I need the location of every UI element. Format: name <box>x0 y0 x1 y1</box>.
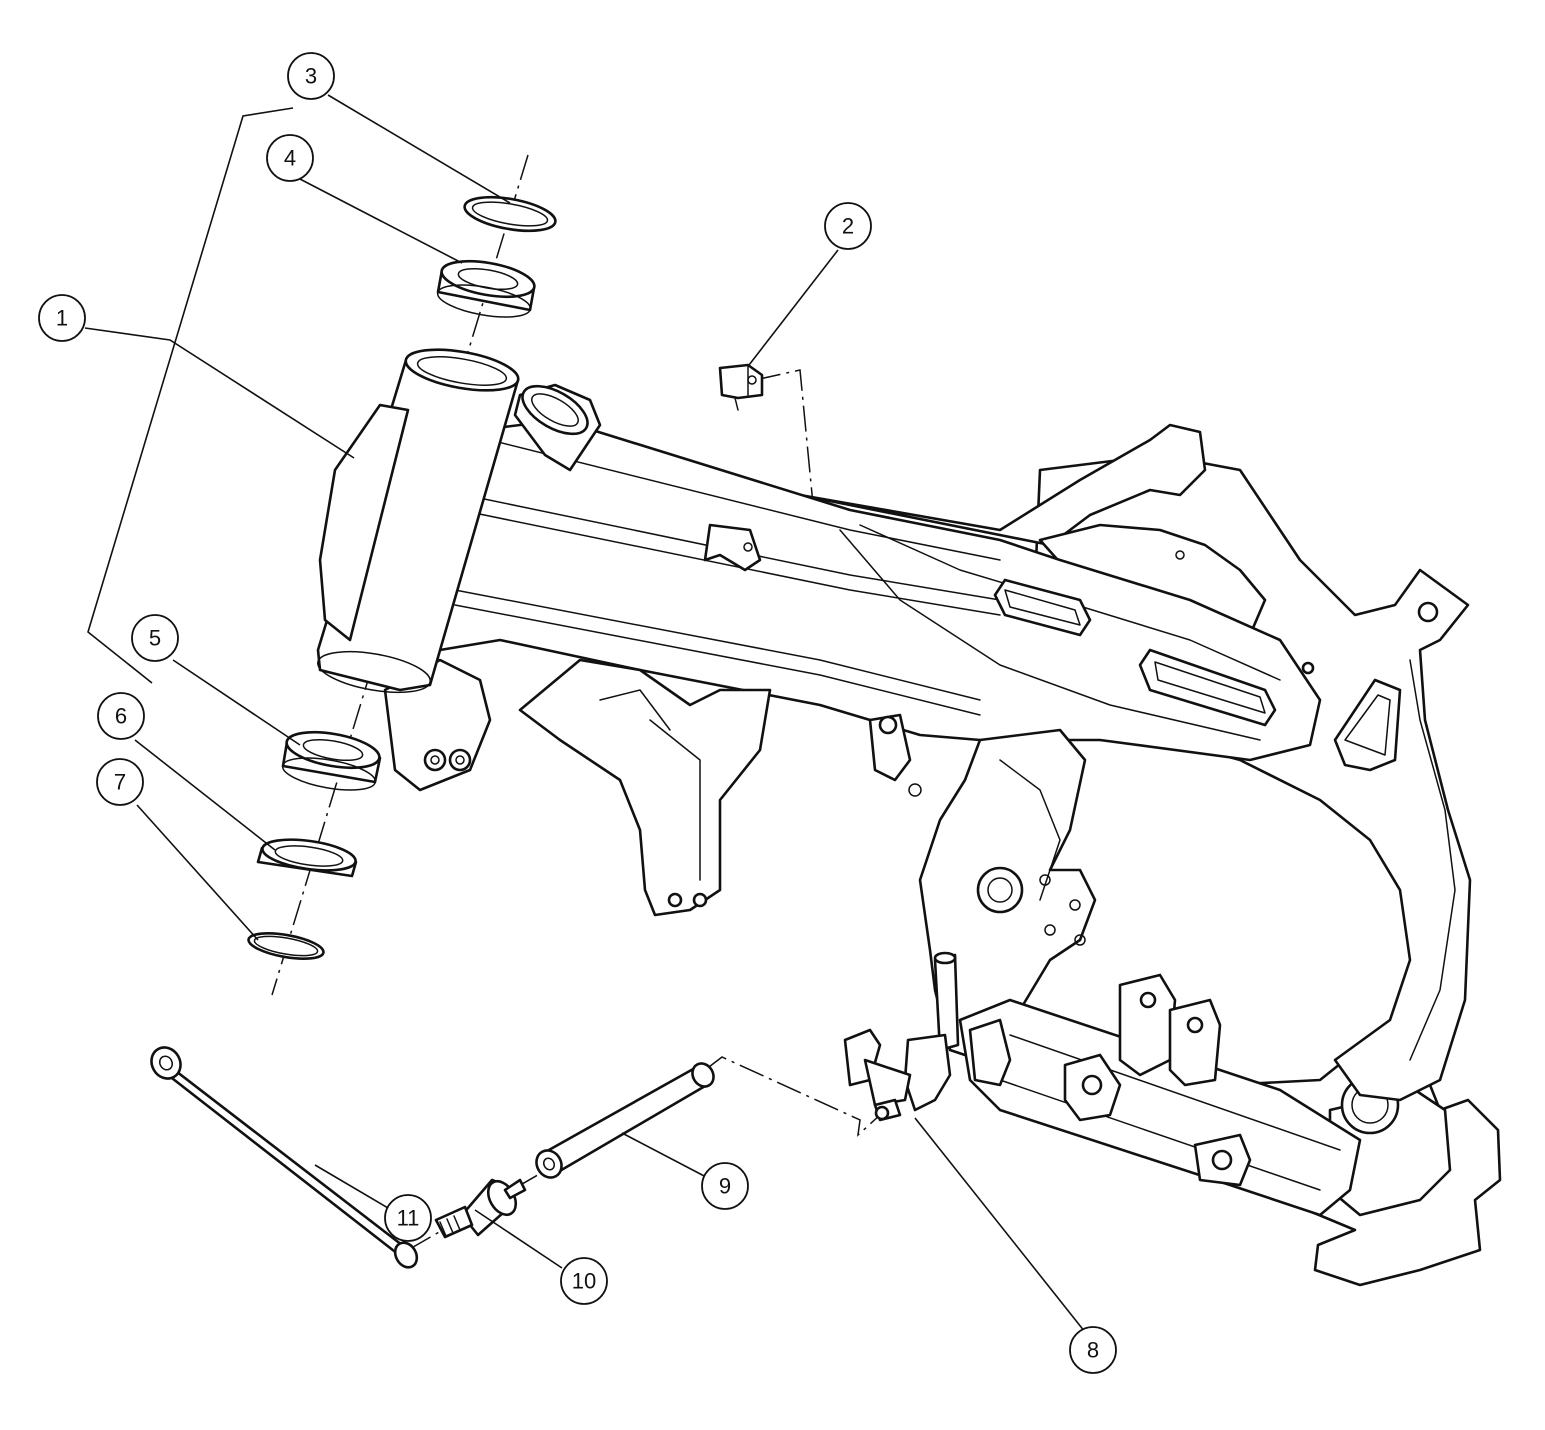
callout-2: 2 <box>824 202 872 250</box>
part-4-upper-bearing <box>436 259 536 318</box>
part-2-clip-nut <box>718 363 764 411</box>
callout-5-label: 5 <box>149 626 161 651</box>
callout-11-label: 11 <box>397 1206 420 1231</box>
main-frame <box>316 348 1502 1287</box>
callout-3-label: 3 <box>305 64 317 89</box>
callout-6-label: 6 <box>115 704 127 729</box>
callout-1: 1 <box>38 294 86 342</box>
callout-7-label: 7 <box>114 770 126 795</box>
callout-10-label: 10 <box>572 1269 596 1294</box>
callout-2-label: 2 <box>842 214 854 239</box>
callout-5: 5 <box>131 614 179 662</box>
part-8-mount-pin <box>843 951 960 1122</box>
part-5-lower-bearing <box>281 730 382 791</box>
assembly-bracket <box>87 107 294 684</box>
part-11-long-rod <box>150 1046 419 1269</box>
part-9-spacer-tube <box>535 1062 715 1179</box>
callout-8-label: 8 <box>1087 1338 1099 1363</box>
clip-axis <box>751 369 816 546</box>
callout-11: 11 <box>384 1194 432 1242</box>
callout-1-label: 1 <box>56 306 68 331</box>
callout-7: 7 <box>96 758 144 806</box>
part-6-dust-seal <box>256 838 358 878</box>
part-7-o-ring <box>247 932 325 960</box>
callout-9: 9 <box>701 1162 749 1210</box>
callout-4: 4 <box>266 134 314 182</box>
callout-6: 6 <box>97 692 145 740</box>
callout-8: 8 <box>1069 1326 1117 1374</box>
callout-3: 3 <box>287 52 335 100</box>
part-10-cone-mount <box>434 1178 527 1239</box>
part-3-seal-ring <box>463 195 557 233</box>
callout-10: 10 <box>560 1257 608 1305</box>
callout-4-label: 4 <box>284 146 296 171</box>
callout-9-label: 9 <box>719 1174 731 1199</box>
mount-axis <box>704 1056 881 1137</box>
leader-lines <box>84 94 1086 1333</box>
